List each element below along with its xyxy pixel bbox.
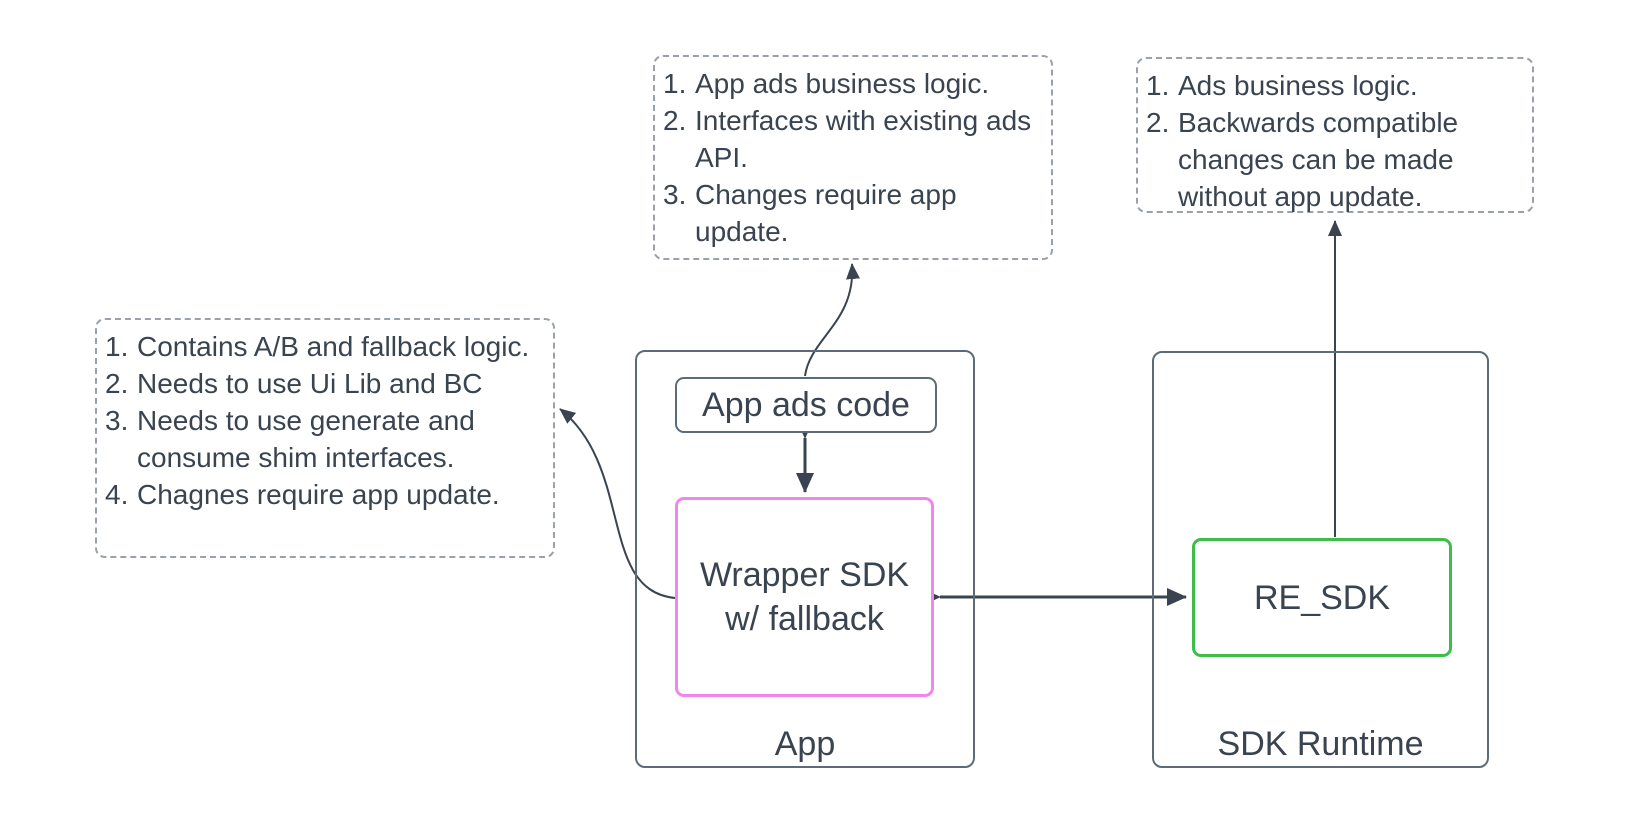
container-sdk-runtime: SDK Runtime (1152, 351, 1489, 768)
box-wrapper-sdk: Wrapper SDK w/ fallback (675, 497, 934, 697)
list-text: App ads business logic. (695, 68, 990, 99)
list-text: Backwards compatible changes can be made… (1178, 107, 1459, 212)
list-number: 4. (105, 479, 129, 510)
note-item: 1. Contains A/B and fallback logic. (105, 328, 545, 365)
note-item: 3. Changes require app update. (663, 176, 1043, 250)
list-number: 1. (1146, 70, 1170, 101)
container-sdk-runtime-label: SDK Runtime (1217, 725, 1424, 763)
list-text: Needs to use generate and consume shim i… (137, 405, 475, 473)
note-list: 1. Ads business logic. 2. Backwards comp… (1146, 67, 1524, 215)
note-item: 1. App ads business logic. (663, 65, 1043, 102)
list-number: 3. (105, 405, 129, 436)
container-app: App (635, 350, 975, 768)
note-item: 2. Needs to use Ui Lib and BC (105, 365, 545, 402)
note-wrapper-sdk: 1. Contains A/B and fallback logic. 2. N… (95, 318, 555, 558)
note-list: 1. Contains A/B and fallback logic. 2. N… (105, 328, 545, 513)
list-text: Interfaces with existing ads API. (695, 105, 1032, 173)
note-item: 4. Chagnes require app update. (105, 476, 545, 513)
note-app-ads-code: 1. App ads business logic. 2. Interfaces… (653, 55, 1053, 260)
note-list: 1. App ads business logic. 2. Interfaces… (663, 65, 1043, 250)
box-app-ads-code: App ads code (675, 377, 937, 433)
list-text: Changes require app update. (695, 179, 957, 247)
list-number: 2. (105, 368, 129, 399)
list-text: Contains A/B and fallback logic. (137, 331, 530, 362)
list-number: 3. (663, 179, 687, 210)
note-item: 3. Needs to use generate and consume shi… (105, 402, 545, 476)
list-number: 1. (105, 331, 129, 362)
list-text: Ads business logic. (1178, 70, 1418, 101)
list-text: Needs to use Ui Lib and BC (137, 368, 483, 399)
note-re-sdk: 1. Ads business logic. 2. Backwards comp… (1136, 57, 1534, 213)
box-re-sdk: RE_SDK (1192, 538, 1452, 657)
list-number: 1. (663, 68, 687, 99)
note-item: 1. Ads business logic. (1146, 67, 1524, 104)
list-number: 2. (663, 105, 687, 136)
container-app-label: App (774, 725, 836, 763)
list-number: 2. (1146, 107, 1170, 138)
note-item: 2. Interfaces with existing ads API. (663, 102, 1043, 176)
list-text: Chagnes require app update. (137, 479, 500, 510)
note-item: 2. Backwards compatible changes can be m… (1146, 104, 1524, 215)
